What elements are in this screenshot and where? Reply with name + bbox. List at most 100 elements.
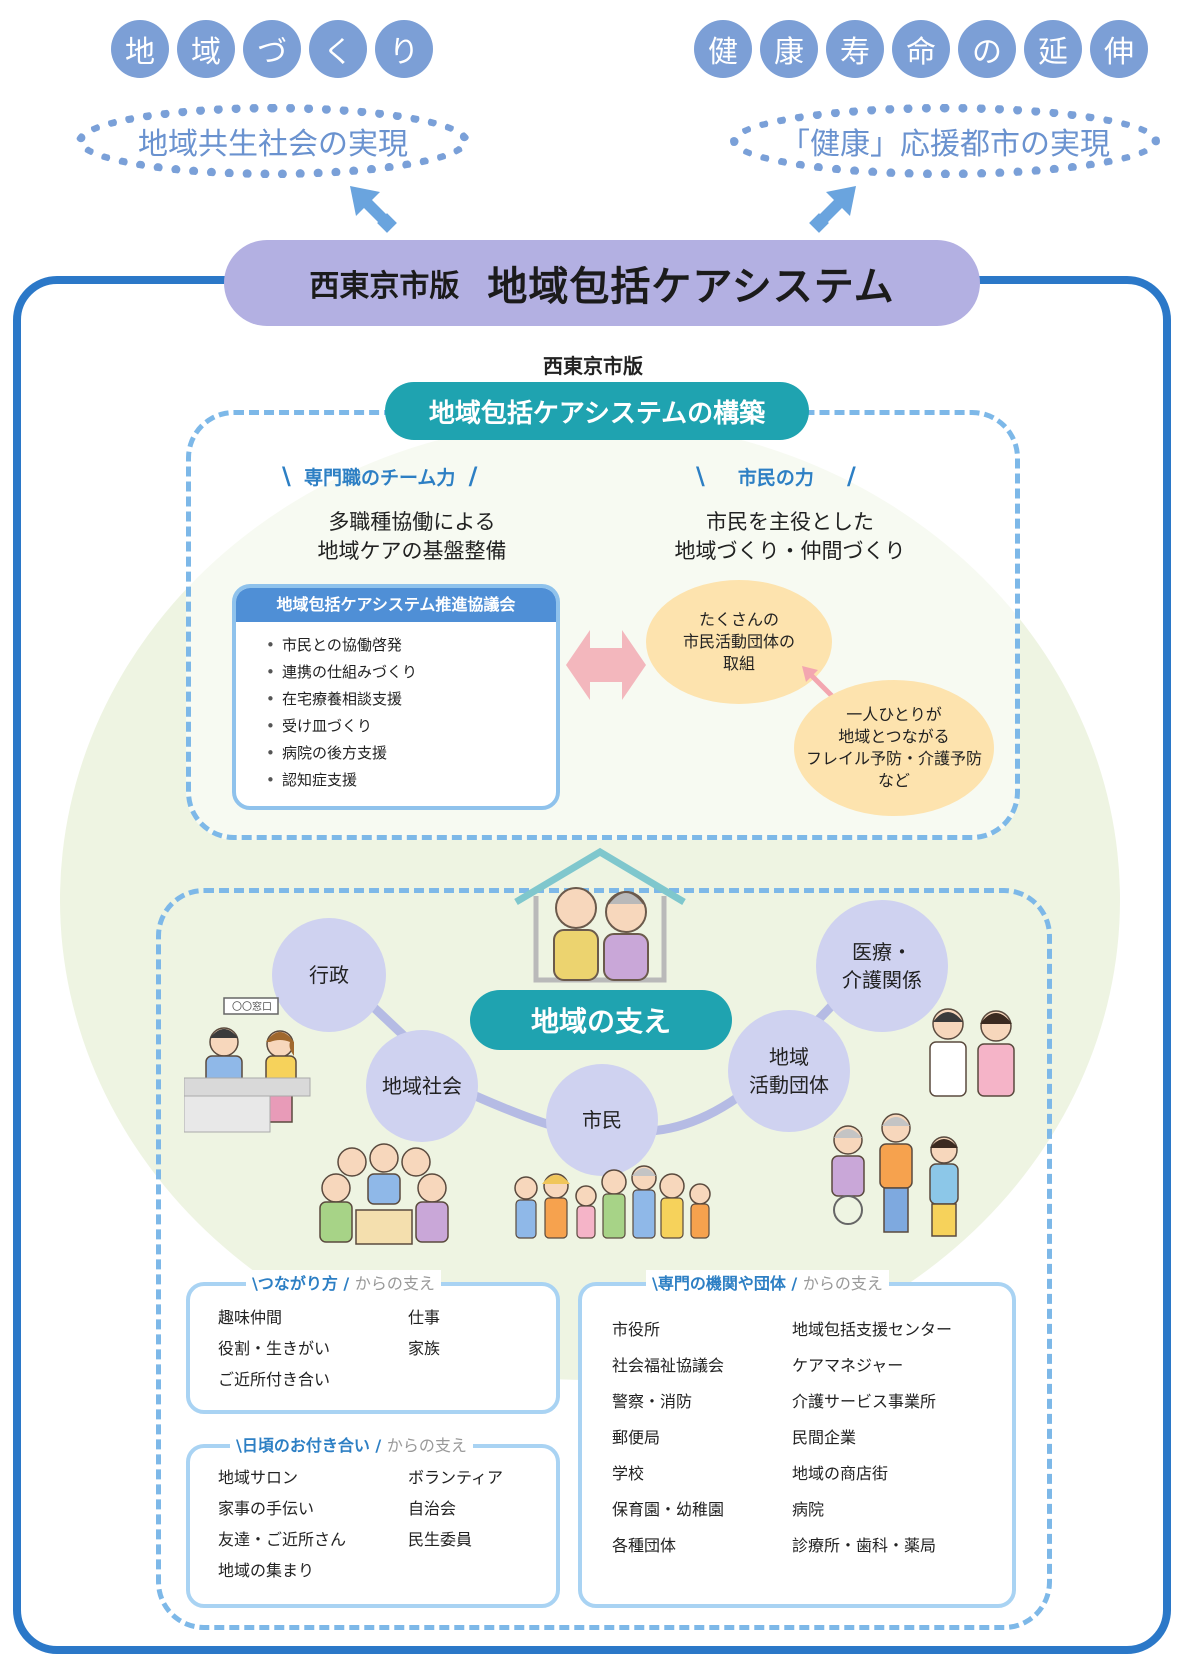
list-head-tsunagari: \つながり方 / からの支え <box>246 1270 441 1294</box>
title-banner: 西東京市版 地域包括ケアシステム <box>224 240 980 326</box>
list-item: 郵便局 <box>612 1428 661 1447</box>
citizen-line1: 市民を主役とした <box>706 510 874 534</box>
list-head-tsunagari-rest: からの支え <box>354 1274 435 1293</box>
list-head-senmon: \専門の機関や団体 / からの支え <box>646 1270 889 1294</box>
goal-char: 地 <box>111 20 169 78</box>
list-item: 保育園・幼稚園 <box>612 1500 725 1519</box>
community-group-illustration <box>319 1143 449 1245</box>
list-head-tsunagari-label: つながり方 <box>257 1274 338 1293</box>
section-head-citizen: \ 市民の力 / <box>696 462 856 490</box>
list-item: 役割・生きがい <box>218 1339 331 1358</box>
goal-kyosei-shakai: 地域共生社会の実現 <box>76 104 470 178</box>
list-item: 地域の商店街 <box>792 1464 889 1483</box>
list-item: 社会福祉協議会 <box>612 1356 725 1375</box>
council-box: 地域包括ケアシステム推進協議会 市民との協働啓発 連携の仕組みづくり 在宅療養相… <box>232 584 560 810</box>
node-line: 地域 <box>769 1045 809 1069</box>
banner-city: 西東京市版 <box>309 269 460 304</box>
team-description: 多職種協働による 地域ケアの基盤整備 <box>262 508 562 566</box>
node-shimin: 市民 <box>546 1064 658 1176</box>
list-box-higoro <box>186 1444 560 1608</box>
senmon-col2: 地域包括支援センター ケアマネジャー 介護サービス事業所 民間企業 地域の商店街… <box>792 1312 952 1564</box>
list-item: ボランティア <box>408 1468 504 1487</box>
node-chiiki-shakai: 地域社会 <box>366 1030 478 1142</box>
counter-illustration <box>184 997 311 1133</box>
list-item: 認知症支援 <box>266 767 556 794</box>
list-item: 民生委員 <box>408 1530 473 1549</box>
section-head-team: \ 専門職のチーム力 / <box>282 462 478 490</box>
goal-char: 寿 <box>826 20 884 78</box>
list-item: 介護サービス事業所 <box>792 1392 937 1411</box>
senmon-col1: 市役所 社会福祉協議会 警察・消防 郵便局 学校 保育園・幼稚園 各種団体 <box>612 1312 724 1564</box>
node-line: 介護関係 <box>842 968 922 992</box>
node-line: 医療・ <box>852 940 912 964</box>
list-item: 家族 <box>408 1339 441 1358</box>
list-item: 学校 <box>612 1464 645 1483</box>
list-box-senmon <box>578 1282 1016 1608</box>
tsunagari-col1: 趣味仲間 役割・生きがい ご近所付き合い <box>218 1302 330 1395</box>
node-katsudo-dantai: 地域 活動団体 <box>728 1010 850 1132</box>
goal-char: 伸 <box>1090 20 1148 78</box>
goal-chiiki-zukuri: 地 域 づ く り <box>111 20 433 78</box>
node-line: 活動団体 <box>749 1073 829 1097</box>
citizens-illustration <box>514 1165 711 1239</box>
list-item: ケアマネジャー <box>792 1356 904 1375</box>
bubble-line: フレイル予防・介護予防 <box>805 749 982 768</box>
construction-pill: 地域包括ケアシステムの構築 <box>385 382 809 440</box>
list-item: 受け皿づくり <box>266 713 556 740</box>
goal-char: 延 <box>1024 20 1082 78</box>
node-iryo-kaigo: 医療・ 介護関係 <box>816 900 948 1032</box>
goal-char: く <box>309 20 367 78</box>
list-head-senmon-label: 専門の機関や団体 <box>657 1274 786 1293</box>
arrow-up-left-icon <box>350 186 397 233</box>
list-item: 診療所・歯科・薬局 <box>792 1536 937 1555</box>
house-icon <box>514 847 686 983</box>
list-item: 自治会 <box>408 1499 457 1518</box>
list-head-senmon-rest: からの支え <box>802 1274 883 1293</box>
section-head-citizen-label: 市民の力 <box>737 467 814 489</box>
list-item: 在宅療養相談支援 <box>266 686 556 713</box>
construction-city-label: 西東京市版 <box>543 354 643 378</box>
higoro-col1: 地域サロン 家事の手伝い 友達・ご近所さん 地域の集まり <box>218 1462 346 1586</box>
bubble-line: 市民活動団体の <box>682 632 795 651</box>
list-item: 地域の集まり <box>218 1561 315 1580</box>
list-item: 仕事 <box>408 1308 441 1327</box>
bubble-activity-groups: たくさんの 市民活動団体の 取組 <box>646 580 832 704</box>
goal-char: 康 <box>760 20 818 78</box>
bubble-line: など <box>877 771 910 790</box>
list-item: 各種団体 <box>612 1536 677 1555</box>
bubble-line: たくさんの <box>698 610 779 629</box>
medical-staff-illustration <box>929 1008 1015 1097</box>
bubble-line: 地域とつながる <box>838 727 950 746</box>
goal-char: の <box>958 20 1016 78</box>
double-arrow-icon <box>566 630 646 700</box>
bubble-frailty-prevention: 一人ひとりが 地域とつながる フレイル予防・介護予防 など <box>794 680 994 816</box>
goal-char: 域 <box>177 20 235 78</box>
bubble-line: 一人ひとりが <box>846 705 942 724</box>
team-line2: 地域ケアの基盤整備 <box>317 539 507 563</box>
section-head-team-label: 専門職のチーム力 <box>304 467 456 489</box>
list-item: 民間企業 <box>792 1428 857 1447</box>
higoro-col2: ボランティア 自治会 民生委員 <box>408 1462 503 1555</box>
list-item: 趣味仲間 <box>218 1308 283 1327</box>
exercise-group-illustration <box>831 1113 959 1237</box>
list-item: 病院 <box>792 1500 825 1519</box>
goal-char: り <box>375 20 433 78</box>
list-item: ご近所付き合い <box>218 1370 331 1389</box>
goal-kenko-oen-toshi: 「健康」応援都市の実現 <box>730 104 1160 178</box>
list-item: 地域包括支援センター <box>792 1320 953 1339</box>
tsunagari-col2: 仕事 家族 <box>408 1302 440 1364</box>
arrow-up-right-icon <box>809 186 856 233</box>
list-head-higoro: \日頃のお付き合い / からの支え <box>230 1432 473 1456</box>
list-head-higoro-label: 日頃のお付き合い <box>241 1436 370 1455</box>
list-item: 連携の仕組みづくり <box>266 659 556 686</box>
goal-char: 命 <box>892 20 950 78</box>
support-pill: 地域の支え <box>470 990 732 1050</box>
council-title: 地域包括ケアシステム推進協議会 <box>236 588 556 622</box>
list-item: 警察・消防 <box>612 1392 693 1411</box>
list-item: 市民との協働啓発 <box>266 632 556 659</box>
goal-kenko-jumyo: 健 康 寿 命 の 延 伸 <box>694 20 1148 78</box>
citizen-line2: 地域づくり・仲間づくり <box>674 539 906 563</box>
list-item: 市役所 <box>612 1320 661 1339</box>
team-line1: 多職種協働による <box>328 510 496 534</box>
list-head-higoro-rest: からの支え <box>386 1436 467 1455</box>
